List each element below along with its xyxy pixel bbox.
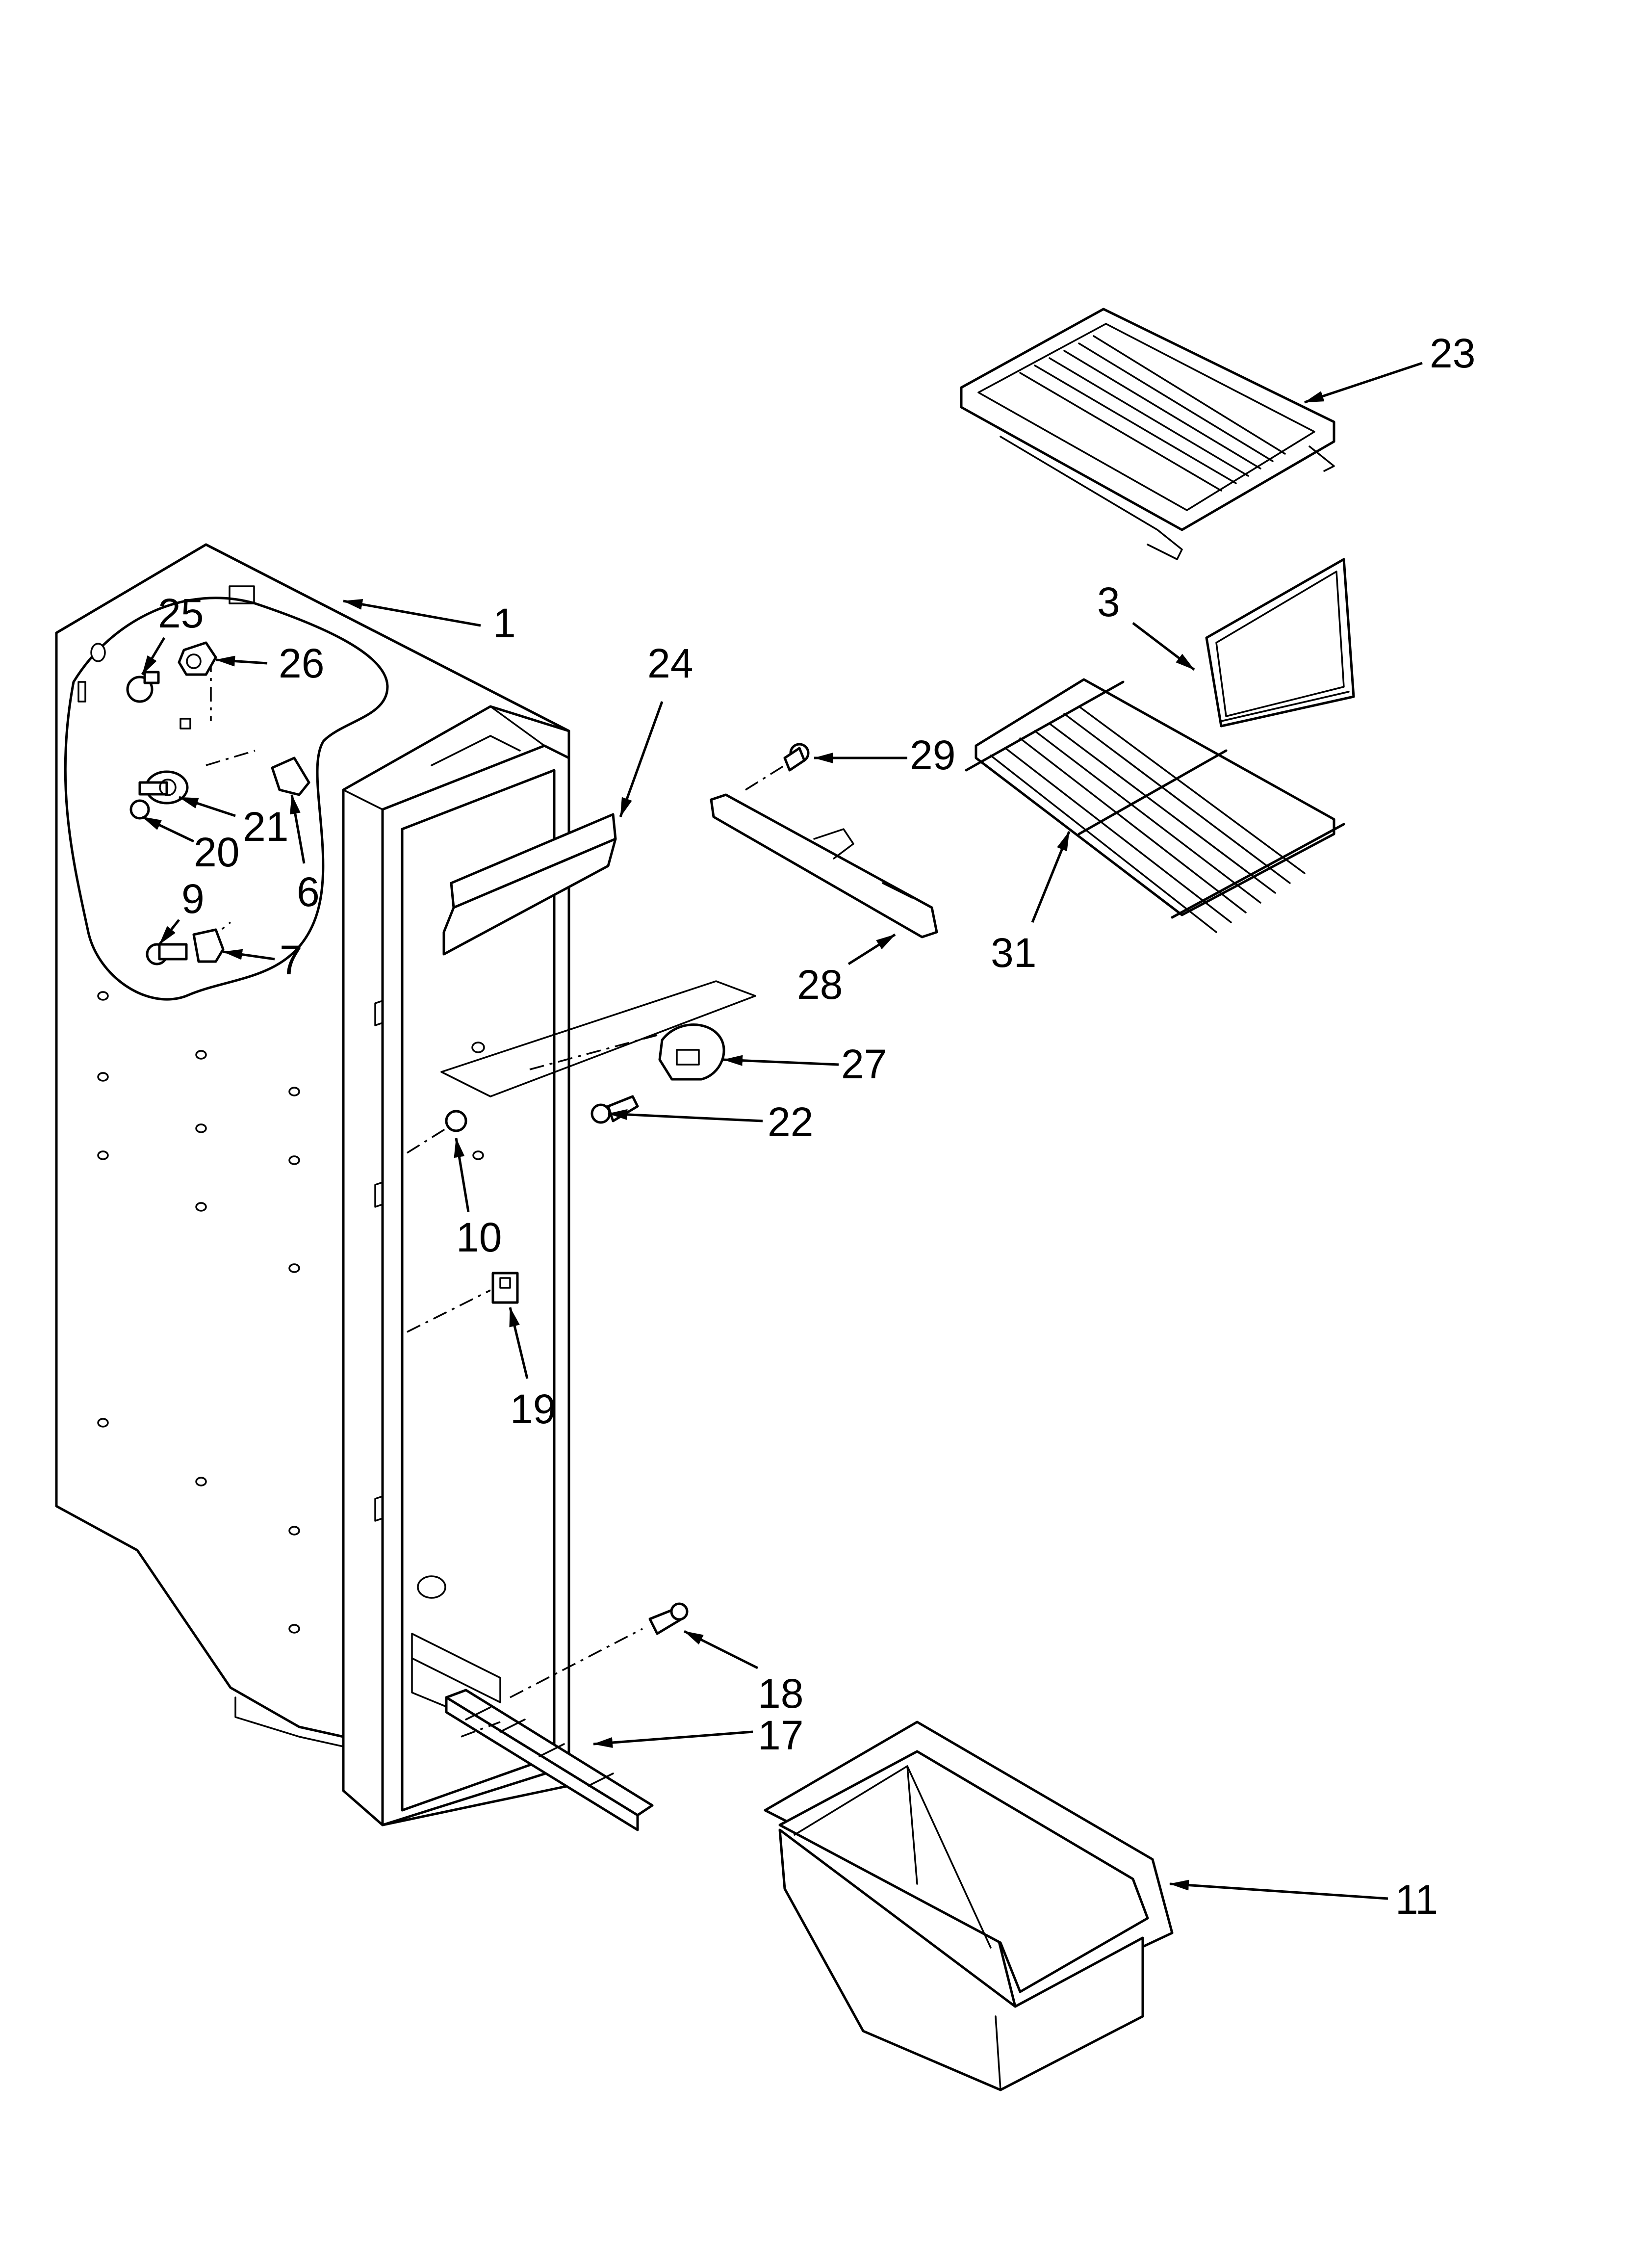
clip-part-7 bbox=[192, 928, 225, 963]
freezer-liner-cabinet bbox=[55, 543, 570, 1826]
screw-part-18 bbox=[510, 1602, 689, 1698]
lamp-socket-part-26 bbox=[178, 641, 217, 676]
callout-22: 22 bbox=[768, 1099, 814, 1145]
callout-23: 23 bbox=[1430, 330, 1476, 376]
light-switch-part-21 bbox=[138, 770, 189, 805]
callout-31: 31 bbox=[991, 930, 1037, 976]
duct-cover-part-24 bbox=[442, 813, 617, 956]
callout-10: 10 bbox=[456, 1214, 502, 1260]
callout-6: 6 bbox=[297, 869, 320, 915]
lamp-bulb-part-25 bbox=[126, 671, 160, 703]
screw-part-22 bbox=[590, 1095, 639, 1124]
ice-bin-part-11 bbox=[764, 1721, 1174, 2091]
bracket-part-6 bbox=[271, 756, 310, 796]
callout-25: 25 bbox=[158, 590, 204, 636]
callout-7: 7 bbox=[280, 937, 303, 983]
callout-9: 9 bbox=[181, 876, 205, 922]
callout-3: 3 bbox=[1097, 579, 1120, 625]
switch-part-19 bbox=[407, 1272, 519, 1333]
callout-19: 19 bbox=[510, 1386, 556, 1432]
callout-1: 1 bbox=[493, 600, 516, 646]
callout-29: 29 bbox=[910, 732, 956, 778]
callout-18: 18 bbox=[758, 1670, 804, 1717]
callout-17: 17 bbox=[758, 1712, 804, 1758]
wire-shelf-part-31 bbox=[965, 678, 1345, 933]
screw-part-20 bbox=[129, 799, 150, 820]
bottom-rail-part-17 bbox=[445, 1689, 654, 1831]
screw-part-29 bbox=[745, 743, 810, 791]
callout-11: 11 bbox=[1395, 1877, 1438, 1923]
callout-24: 24 bbox=[647, 640, 693, 686]
thimble-part-10 bbox=[407, 1110, 467, 1154]
shelf-bracket-part-27 bbox=[440, 980, 756, 1097]
callout-20: 20 bbox=[194, 829, 240, 875]
callout-21: 21 bbox=[243, 804, 289, 850]
callout-28: 28 bbox=[797, 962, 843, 1008]
callout-27: 27 bbox=[841, 1041, 887, 1087]
upper-shelf-part-23 bbox=[960, 308, 1335, 560]
leader-lines bbox=[141, 362, 1423, 1900]
shelf-support-part-28 bbox=[710, 793, 938, 938]
glass-shelf-part-3 bbox=[1205, 558, 1355, 728]
callout-26: 26 bbox=[279, 640, 325, 686]
